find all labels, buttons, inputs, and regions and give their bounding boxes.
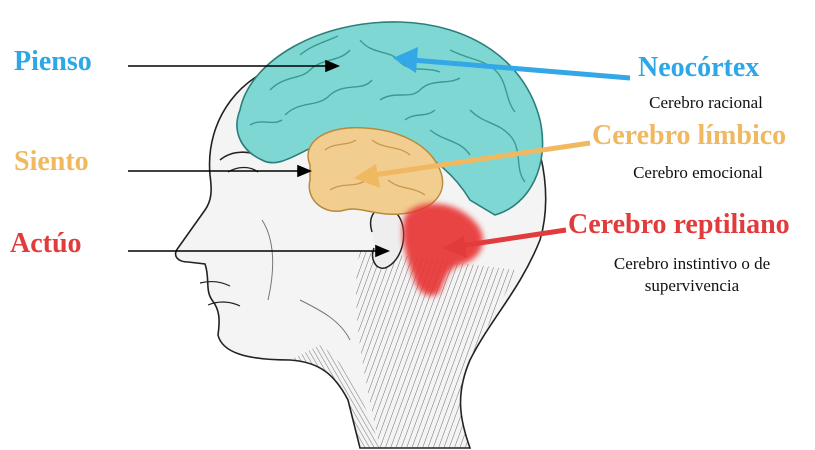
label-pienso: Pienso [14, 48, 92, 76]
label-neocortex-subtitle: Cerebro racional [626, 92, 786, 114]
label-reptiliano-subtitle: Cerebro instintivo o de supervivencia [574, 253, 810, 297]
label-limbico: Cerebro límbico [592, 122, 786, 150]
label-limbico-subtitle: Cerebro emocional [608, 162, 788, 184]
label-actuo: Actúo [10, 230, 82, 258]
label-reptiliano: Cerebro reptiliano [568, 211, 790, 239]
label-neocortex: Neocórtex [638, 54, 759, 82]
label-siento: Siento [14, 148, 89, 176]
